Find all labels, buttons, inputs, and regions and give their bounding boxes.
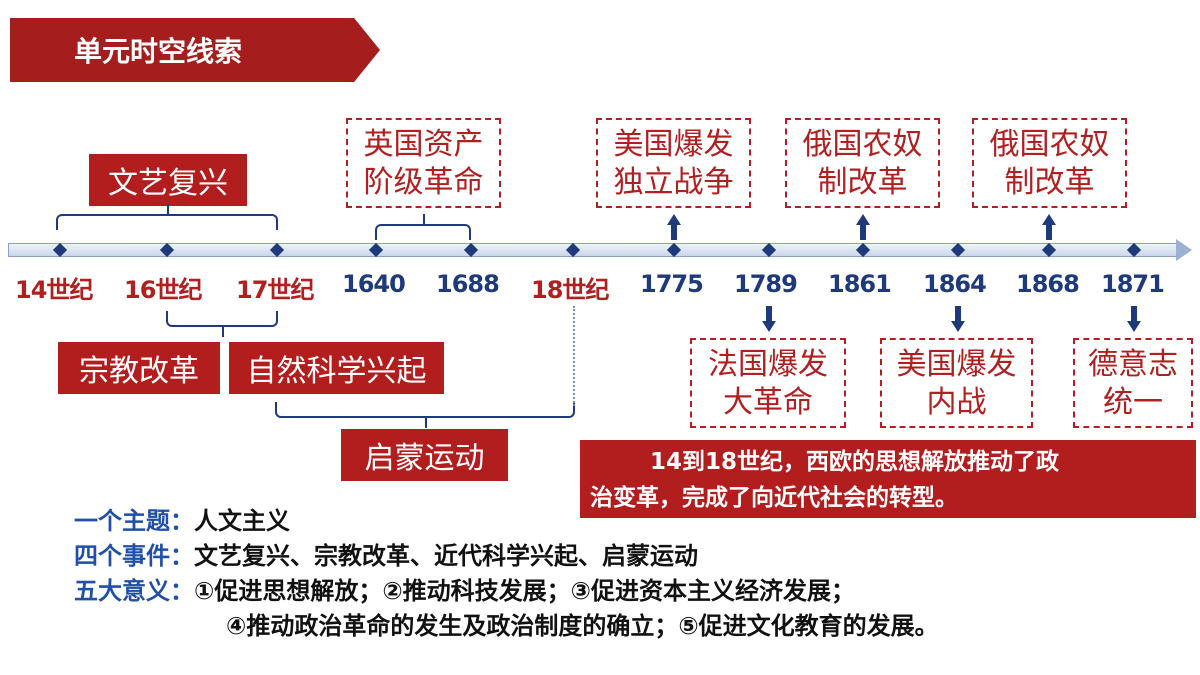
event-russia-serf-reform-1861: 俄国农奴 制改革 (785, 118, 940, 208)
timeline-arrow-head (1176, 239, 1192, 261)
year-label: 1861 (828, 270, 892, 298)
event-label: 自然科学兴起 (246, 354, 427, 389)
summary-label: 四个事件： (74, 542, 194, 570)
summary-theme: 一个主题：人文主义 (74, 501, 290, 536)
year-label: 1789 (734, 270, 798, 298)
event-enlightenment: 启蒙运动 (341, 429, 508, 481)
summary-label: 五大意义： (74, 577, 194, 605)
event-line: 法国爆发 (708, 347, 828, 382)
dotted-guide-18th-century (573, 306, 575, 406)
event-us-civil-war: 美国爆发 内战 (880, 338, 1033, 428)
conclusion-box: 14到18世纪，西欧的思想解放推动了政 治变革，完成了向近代社会的转型。 (580, 440, 1196, 518)
event-science: 自然科学兴起 (229, 342, 444, 394)
conclusion-line-2: 治变革，完成了向近代社会的转型。 (590, 480, 1186, 516)
event-label: 宗教改革 (79, 354, 199, 389)
summary-significance-cont: ④推动政治革命的发生及政治制度的确立；⑤促进文化教育的发展。 (226, 606, 939, 641)
event-line: 制改革 (1004, 165, 1095, 200)
event-line: 大革命 (723, 385, 813, 420)
summary-value: ①促进思想解放；②推动科技发展；③促进资本主义经济发展； (194, 577, 855, 605)
brace-english-revolution (375, 214, 471, 240)
brace-reformation-science (166, 311, 278, 337)
summary-label: 一个主题： (74, 507, 194, 535)
event-line: 制改革 (817, 165, 908, 200)
year-label: 14世纪 (15, 276, 93, 304)
section-title-banner: 单元时空线索 (10, 18, 380, 82)
event-renaissance: 文艺复兴 (89, 154, 247, 206)
brace-enlightenment (275, 402, 575, 428)
event-line: 英国资产 (363, 127, 484, 162)
summary-value: ④推动政治革命的发生及政治制度的确立；⑤促进文化教育的发展。 (226, 612, 939, 640)
event-russia-serf-reform-1868: 俄国农奴 制改革 (972, 118, 1127, 208)
event-reformation: 宗教改革 (58, 342, 220, 394)
event-line: 统一 (1103, 385, 1163, 420)
conclusion-text: 14到18世纪，西欧的思想解放推动了政 (650, 449, 1060, 475)
timeline-bar (8, 243, 1180, 257)
arrow-up-icon (1042, 214, 1056, 240)
year-label: 1871 (1101, 270, 1165, 298)
event-line: 美国爆发 (896, 347, 1017, 382)
year-label: 1868 (1016, 270, 1080, 298)
brace-renaissance (56, 204, 278, 230)
conclusion-line-1: 14到18世纪，西欧的思想解放推动了政 (590, 444, 1186, 480)
year-label: 1775 (640, 270, 704, 298)
year-label: 17世纪 (236, 276, 314, 304)
event-line: 阶级革命 (363, 165, 484, 200)
year-label: 16世纪 (124, 276, 202, 304)
event-line: 独立战争 (613, 165, 734, 200)
event-label: 启蒙运动 (364, 441, 485, 476)
year-label: 1864 (923, 270, 987, 298)
arrow-down-icon (951, 306, 965, 334)
year-label: 1688 (436, 270, 500, 298)
summary-events: 四个事件：文艺复兴、宗教改革、近代科学兴起、启蒙运动 (74, 536, 698, 571)
event-us-independence: 美国爆发 独立战争 (596, 118, 751, 208)
conclusion-text: 治变革，完成了向近代社会的转型。 (590, 485, 958, 511)
section-title: 单元时空线索 (74, 35, 243, 68)
event-line: 内战 (926, 385, 987, 420)
event-label: 文艺复兴 (108, 166, 228, 201)
event-german-italian-unification: 德意志 统一 (1073, 338, 1193, 428)
summary-significance: 五大意义：①促进思想解放；②推动科技发展；③促进资本主义经济发展； (74, 571, 855, 606)
summary-value: 人文主义 (194, 507, 290, 535)
event-line: 德意志 (1088, 347, 1178, 382)
year-label: 1640 (342, 270, 406, 298)
event-line: 俄国农奴 (802, 127, 923, 162)
arrow-up-icon (856, 214, 870, 240)
arrow-up-icon (667, 214, 681, 240)
event-english-revolution: 英国资产 阶级革命 (346, 118, 501, 208)
event-line: 俄国农奴 (989, 127, 1110, 162)
arrow-down-icon (1127, 306, 1141, 334)
event-french-revolution: 法国爆发 大革命 (690, 338, 846, 428)
arrow-down-icon (762, 306, 776, 334)
year-label: 18世纪 (531, 276, 609, 304)
event-line: 美国爆发 (613, 127, 734, 162)
summary-value: 文艺复兴、宗教改革、近代科学兴起、启蒙运动 (194, 542, 698, 570)
